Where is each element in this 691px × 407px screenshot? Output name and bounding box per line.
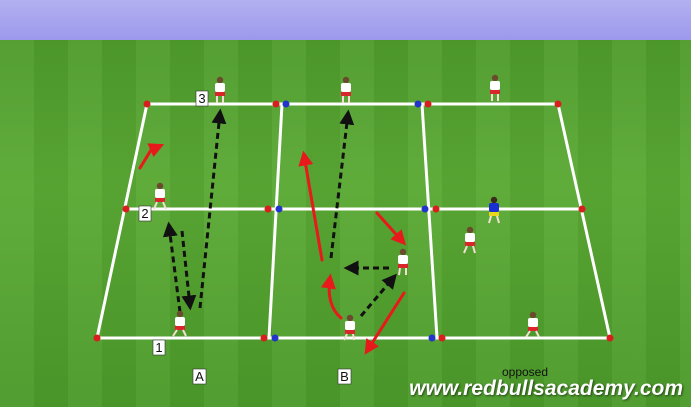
cone-icon <box>123 206 130 213</box>
cone-icon <box>579 206 586 213</box>
grid-line-inner-left <box>269 104 282 338</box>
player-icon <box>154 183 166 209</box>
cone-icon <box>415 101 422 108</box>
cone-icon <box>261 335 268 342</box>
cone-icon <box>276 206 283 213</box>
cones <box>94 101 614 342</box>
grid-lines <box>97 104 610 338</box>
number-tag-3: 3 <box>196 91 208 106</box>
pass-arrow <box>169 226 180 312</box>
cone-icon <box>607 335 614 342</box>
pass-arrow <box>331 114 348 258</box>
run-arrow <box>329 278 341 318</box>
cone-icon <box>272 335 279 342</box>
player-icon <box>464 227 475 253</box>
cone-icon <box>425 101 432 108</box>
number-tag-2-text: 2 <box>141 206 148 221</box>
cone-icon <box>555 101 562 108</box>
run-arrow <box>377 213 403 242</box>
player-icon <box>173 311 186 336</box>
opponent-player-icon <box>489 197 499 223</box>
website-watermark: www.redbullsacademy.com <box>409 377 683 401</box>
player-icon <box>490 75 500 101</box>
grid-tag-a: A <box>193 369 206 384</box>
cone-icon <box>439 335 446 342</box>
cone-icon <box>429 335 436 342</box>
pass-arrows <box>169 113 394 316</box>
number-tag-1-text: 1 <box>155 340 162 355</box>
pass-arrow <box>361 277 394 316</box>
player-icon <box>341 77 351 103</box>
player-icon <box>215 77 225 103</box>
cone-icon <box>265 206 272 213</box>
number-tag-3-text: 3 <box>198 91 205 106</box>
run-arrow <box>140 146 160 168</box>
cone-icon <box>273 101 280 108</box>
number-tag-2: 2 <box>139 206 151 221</box>
player-icon <box>344 315 355 340</box>
cone-icon <box>283 101 290 108</box>
run-arrow <box>367 293 404 351</box>
cone-icon <box>144 101 151 108</box>
grid-tag-b: B <box>338 369 351 384</box>
grid-tag-a-text: A <box>195 369 204 384</box>
number-tag-1: 1 <box>153 340 165 355</box>
cone-icon <box>433 206 440 213</box>
pass-arrow <box>182 231 190 306</box>
player-icon <box>526 312 539 337</box>
cone-icon <box>94 335 101 342</box>
grid-line-right <box>558 104 610 338</box>
cone-icon <box>422 206 429 213</box>
player-icon <box>398 249 408 275</box>
grid-line-inner-right <box>422 104 437 338</box>
grid-tag-b-text: B <box>340 369 349 384</box>
